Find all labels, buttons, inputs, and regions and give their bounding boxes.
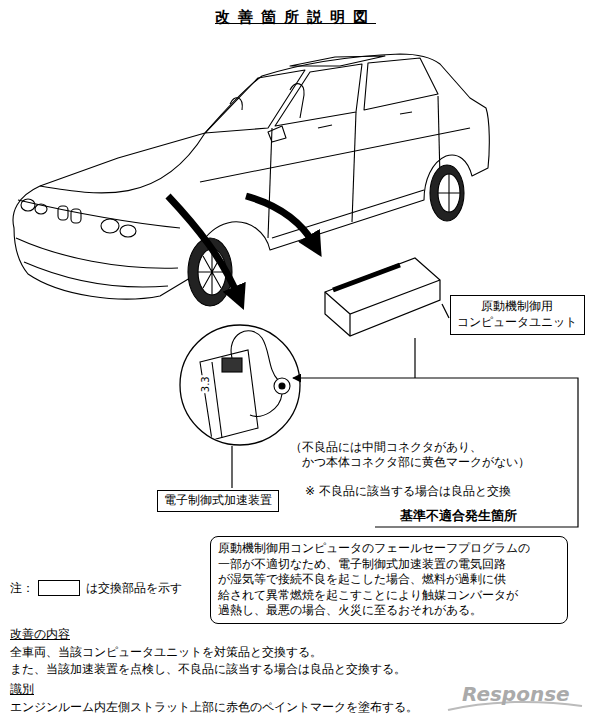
leader-lines <box>232 304 578 527</box>
hood-line <box>40 133 205 193</box>
pointer-arrow <box>246 196 314 244</box>
body-connector <box>222 358 242 372</box>
inline-connector-pin <box>279 383 285 389</box>
note-prefix: 注： <box>10 581 34 596</box>
ecu-connector <box>333 265 400 290</box>
legend-text: は交換部品を示す <box>86 581 182 596</box>
rim-spokes <box>438 174 460 212</box>
headlight <box>35 204 47 214</box>
bumper-line <box>16 238 178 268</box>
legend-swatch <box>38 580 80 596</box>
ecu-housing <box>325 258 440 336</box>
watermark: Response <box>462 682 570 707</box>
hood-edge <box>18 200 180 228</box>
box-text: 電子制御式加速装置 <box>164 493 272 509</box>
throttle-body <box>200 350 258 440</box>
rear-tire <box>430 165 464 221</box>
pointer-arrows <box>168 196 314 296</box>
inline-connector <box>274 378 290 394</box>
headlight <box>101 219 119 233</box>
headlight <box>120 225 136 237</box>
rear-rim <box>438 174 460 212</box>
leader-line <box>231 446 232 488</box>
side-line <box>200 128 470 182</box>
part-name-box: 電子制御式加速装置 <box>157 490 279 512</box>
dimension-mark: 3.3 <box>200 375 213 393</box>
door-line <box>438 96 440 178</box>
ecu-drawing <box>325 258 440 336</box>
box-text: 原動機制御用 コンピュータユニット <box>456 299 578 330</box>
wire <box>231 331 278 380</box>
door-line <box>352 112 356 222</box>
identification-text: エンジンルーム内左側ストラット上部に赤色のペイントマークを塗布する。 <box>10 700 418 715</box>
remedy-text: 全車両、当該コンピュータユニットを対策品と交換する。 <box>10 645 322 660</box>
door-handle <box>400 112 412 114</box>
seat <box>290 84 304 118</box>
rear-window <box>364 58 438 110</box>
detail-circle <box>180 325 300 445</box>
section-heading: 識別 <box>10 682 34 697</box>
sill-line <box>272 190 424 238</box>
replace-note: ※ 不良品に該当する場合は良品と交換 <box>305 484 511 499</box>
throttle-detail <box>180 325 300 445</box>
throttle-flange <box>212 362 222 438</box>
rim-spokes <box>198 249 226 295</box>
headlight <box>21 199 35 211</box>
explanation-box: 原動機制御用コンピュータのフェールセーフプログラムの 一部が不適切なため、電子制… <box>210 536 568 624</box>
legend-row: は交換部品を示す <box>38 580 182 596</box>
section-heading: 改善の内容 <box>10 627 70 642</box>
door-line <box>268 128 272 238</box>
sunroof <box>290 56 385 66</box>
mirror <box>268 126 286 142</box>
grille-kidney <box>71 209 81 223</box>
grille-kidney <box>58 206 68 220</box>
leader-line <box>414 338 415 378</box>
diagram-title: 改善箇所説明図 <box>0 8 591 27</box>
front-rim <box>198 249 226 295</box>
pointer-arrow <box>168 196 238 296</box>
box-text: 原動機制御用コンピュータのフェールセーフプログラムの 一部が不適切なため、電子制… <box>218 541 560 619</box>
leader-line <box>442 304 449 318</box>
noncompliance-heading: 基準不適合発生箇所 <box>400 508 517 524</box>
front-window <box>275 64 362 126</box>
seat <box>230 98 242 110</box>
defect-note: （不良品には中間コネクタがあり、 かつ本体コネクタ部に黄色マークがない） <box>290 440 542 470</box>
remedy-text: また、当該加速装置を点検し、不良品に該当する場合は良品と交換する。 <box>10 662 406 677</box>
wire <box>250 394 282 416</box>
door-handle <box>318 125 332 128</box>
part-name-box: 原動機制御用 コンピュータユニット <box>450 295 585 335</box>
bumper-lower <box>24 262 168 287</box>
